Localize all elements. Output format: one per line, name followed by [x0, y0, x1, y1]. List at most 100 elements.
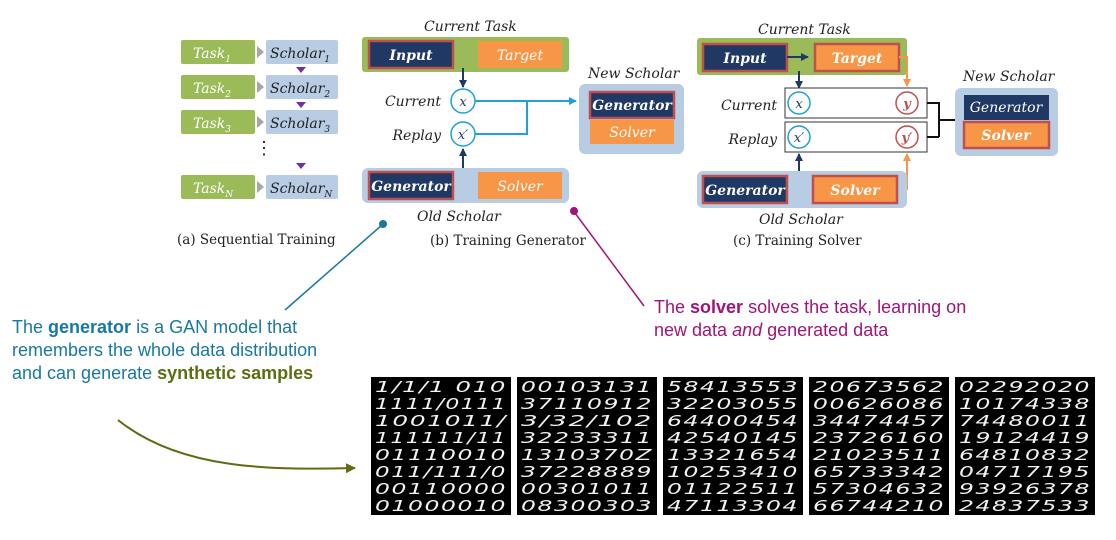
- old-scholar-title: Old Scholar: [417, 209, 502, 225]
- x-prime-node-label: x′: [458, 128, 468, 143]
- old-generator-label: Generator: [705, 183, 786, 199]
- new-generator-box: [964, 95, 1049, 120]
- y-node: [895, 91, 919, 115]
- sample-row: 37228889: [521, 463, 653, 481]
- caption-a: (a) Sequential Training: [177, 232, 336, 248]
- chevron-right-icon: [257, 81, 264, 93]
- current-task-title: Current Task: [758, 22, 851, 38]
- synthetic-samples-keyword: synthetic samples: [157, 363, 314, 383]
- y-prime-node: [895, 125, 919, 149]
- sample-row: 74480011: [959, 412, 1091, 430]
- task-label: Task1: [193, 46, 231, 65]
- triangle-down-icon: [296, 163, 306, 169]
- panel-a-row: TaskN ScholarN: [181, 175, 338, 200]
- x-node-label: x: [459, 95, 467, 110]
- scholar-label: Scholar2: [270, 81, 330, 100]
- input-box: [367, 39, 455, 70]
- input-box: [701, 42, 789, 73]
- old-solver-label: Solver: [830, 183, 881, 199]
- sample-row: 20673562: [813, 378, 945, 396]
- target-box: [813, 42, 901, 73]
- samples-arrow: [117, 419, 356, 474]
- y-prime-node-label: y′: [901, 131, 914, 146]
- sample-row: 58413553: [667, 378, 799, 396]
- pointer-dot: [570, 207, 578, 215]
- x-prime-node: [787, 125, 811, 149]
- sample-panel: [663, 377, 803, 515]
- sample-row: 23726160: [813, 429, 945, 447]
- new-generator-label: Generator: [592, 98, 673, 114]
- new-scholar-title: New Scholar: [962, 69, 1056, 85]
- sample-row: 34474457: [813, 412, 945, 430]
- target-label: Target: [497, 48, 544, 64]
- sample-panel: [809, 377, 949, 515]
- sample-row: 13321654: [667, 446, 799, 464]
- sample-row: 19124419: [959, 429, 1091, 447]
- panel-a-row: Task1 Scholar1: [181, 40, 338, 73]
- panel-c-training-solver: Current Task Input Target Current Replay…: [697, 22, 1058, 249]
- current-label: Current: [721, 98, 777, 114]
- caption-c: (c) Training Solver: [733, 233, 862, 249]
- x-node: [787, 91, 811, 115]
- panel-a-row: Task2 Scholar2: [181, 75, 338, 108]
- old-solver-box: [478, 172, 562, 199]
- sample-row: 00301011: [521, 480, 653, 498]
- sample-panel: [517, 377, 657, 515]
- target-label: Target: [832, 51, 883, 67]
- sample-row: 42540145: [667, 429, 799, 447]
- sample-row: 65733342: [813, 463, 945, 481]
- sample-row: 00626086: [813, 395, 945, 413]
- scholar-label: Scholar1: [270, 46, 330, 65]
- input-label: Input: [722, 51, 767, 67]
- solver-keyword: solver: [690, 297, 744, 317]
- task-label: Task2: [193, 81, 231, 100]
- target-box: [478, 41, 562, 68]
- new-solver-box: [962, 120, 1051, 150]
- sample-row: 64810832: [959, 446, 1091, 464]
- new-generator-label: Generator: [970, 100, 1044, 116]
- sample-row: 21023511: [813, 446, 945, 464]
- old-generator-box: [701, 174, 789, 205]
- triangle-down-icon: [296, 67, 306, 73]
- sample-row: 1310370Z: [521, 446, 653, 464]
- task-label: TaskN: [193, 181, 234, 200]
- synthetic-samples-grid: 1/1/1 0101111/01111001011/111111/1101110…: [371, 377, 1095, 515]
- pointer-dot: [379, 220, 387, 228]
- sample-panel: [955, 377, 1095, 515]
- solver-annotation: The solver solves the task, learning on …: [654, 297, 967, 340]
- sample-row: 64400454: [667, 412, 799, 430]
- old-solver-label: Solver: [497, 179, 544, 195]
- sample-row: 24837533: [959, 497, 1091, 515]
- sample-row: 47113304: [667, 497, 799, 515]
- sample-row: 57304632: [813, 480, 945, 498]
- sample-row: 1111/0111: [375, 395, 507, 413]
- sample-row: 3/32/102: [521, 412, 653, 430]
- sample-row: 01110010: [375, 446, 507, 464]
- current-task-title: Current Task: [424, 19, 517, 35]
- new-generator-box: [588, 90, 676, 120]
- generator-annotation: The generator is a GAN model that rememb…: [12, 317, 318, 383]
- solver-pointer: [570, 207, 645, 307]
- vertical-ellipsis: ⋮: [255, 138, 273, 159]
- chevron-right-icon: [257, 116, 264, 128]
- x-node-label: x: [795, 97, 803, 112]
- sample-row: 32233311: [521, 429, 653, 447]
- sample-row: 1001011/: [375, 412, 509, 430]
- triangle-down-icon: [296, 102, 306, 108]
- sample-row: 00103131: [521, 378, 653, 396]
- sample-row: 02292020: [959, 378, 1091, 396]
- sample-row: 93926378: [959, 480, 1091, 498]
- input-label: Input: [388, 48, 433, 64]
- new-solver-label: Solver: [609, 125, 656, 141]
- scholar-label: Scholar3: [270, 116, 330, 135]
- x-prime-node-label: x′: [794, 131, 804, 146]
- task-label: Task3: [193, 116, 231, 135]
- old-solver-box: [811, 174, 899, 205]
- sample-row: 10253410: [667, 463, 799, 481]
- old-generator-box: [367, 170, 455, 201]
- sample-row: 01000010: [375, 497, 507, 515]
- panel-a-row: Task3 Scholar3: [181, 110, 338, 135]
- sample-panel: [371, 377, 511, 515]
- chevron-right-icon: [257, 46, 264, 58]
